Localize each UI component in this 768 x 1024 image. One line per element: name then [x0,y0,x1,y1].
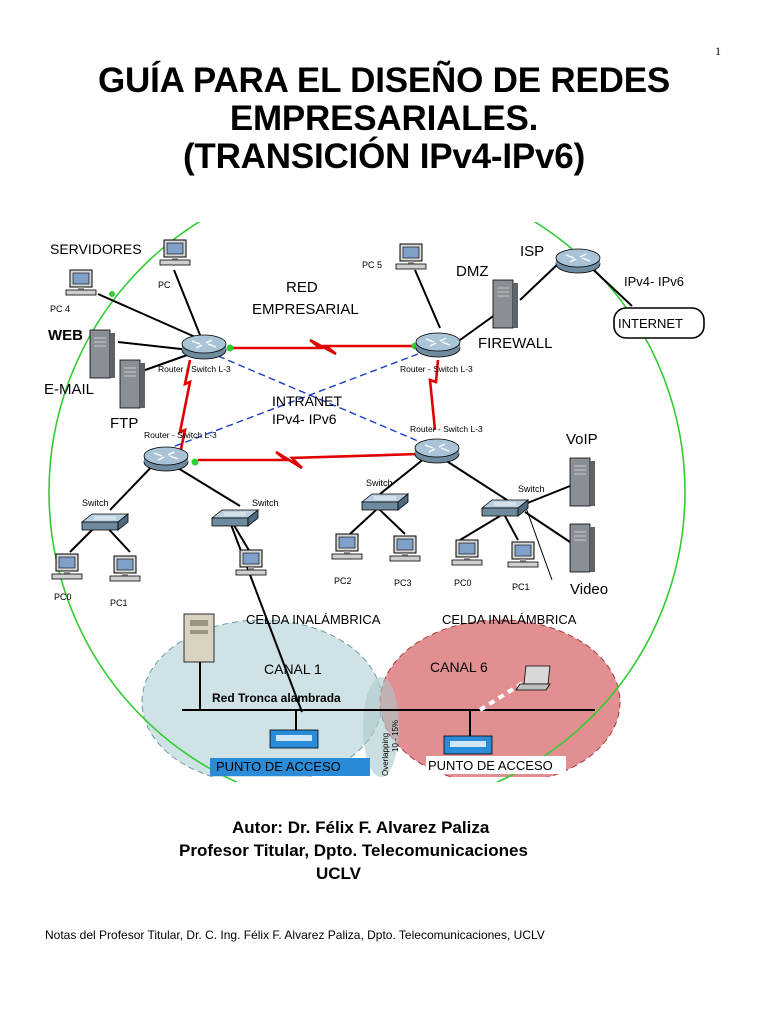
label-ftp: FTP [110,415,138,432]
label-web: WEB [48,327,83,344]
network-diagram: SERVIDORES PC 4 PC PC 5 DMZ ISP RED EMPR… [40,222,720,782]
isp-router [555,248,601,274]
pc-top-computer [159,239,191,266]
pc1-left-computer [109,555,141,582]
pc4-computer [65,269,97,296]
blue-intranet-links [169,353,426,449]
label-overlap-pct: 10 - 15% [391,720,400,752]
ftp-server [119,359,146,409]
video-server [569,523,596,573]
web-server [89,329,116,379]
label-router-tl: Router - Switch L-3 [158,364,231,374]
label-voip: VoIP [566,431,598,448]
page-number: 1 [715,44,721,58]
label-punto-1: PUNTO DE ACCESO [216,759,341,774]
pc1-right-computer [507,541,539,568]
author-name: Autor: Dr. Félix F. Alvarez Paliza [232,818,490,837]
label-dmz: DMZ [456,263,489,280]
label-switch-4: Switch [518,484,545,494]
label-pc5: PC 5 [362,260,382,270]
label-servidores: SERVIDORES [50,241,142,257]
footer-note: Notas del Profesor Titular, Dr. C. Ing. … [45,928,545,942]
label-switch-1: Switch [82,498,109,508]
label-empresarial: EMPRESARIAL [252,301,359,318]
label-celda-1: CELDA INALÁMBRICA [246,612,381,627]
label-ipv4-ipv6-intranet: IPv4- IPv6 [272,411,337,427]
label-punto-2: PUNTO DE ACCESO [428,758,553,773]
router-switch-tr [415,332,461,358]
pc-switch2-computer [235,549,267,576]
label-router-bl: Router - Switch L-3 [144,430,217,440]
label-router-tr: Router - Switch L-3 [400,364,473,374]
voip-server [569,457,596,507]
title-line-1: GUÍA PARA EL DISEÑO DE REDES [98,61,670,100]
label-celda-2: CELDA INALÁMBRICA [442,612,577,627]
pc5-computer [395,243,427,270]
document-title: GUÍA PARA EL DISEÑO DE REDES EMPRESARIAL… [0,62,768,176]
label-red: RED [286,279,318,296]
label-pc0-right: PC0 [454,578,472,588]
pc0-left-computer [51,553,83,580]
router-switch-bl [143,446,189,472]
access-point-1 [269,729,319,749]
label-switch-2: Switch [252,498,279,508]
label-pc3: PC3 [394,578,412,588]
access-point-1-label-bg [210,758,370,776]
access-point-2 [443,735,493,755]
router-switch-tl [181,334,227,360]
backbone-server [183,613,215,663]
label-pc2: PC2 [334,576,352,586]
red-wan-links [178,338,440,470]
label-router-br: Router - Switch L-3 [410,424,483,434]
switch-4 [481,499,529,517]
author-institution: UCLV [316,864,362,883]
enterprise-network-circle [48,222,686,782]
label-ipv4-ipv6-isp: IPv4- IPv6 [624,274,684,289]
label-pc1-left: PC1 [110,598,128,608]
switch-1 [81,513,129,531]
label-pc1-right: PC1 [512,582,530,592]
switch-2 [211,509,259,527]
label-pc4: PC 4 [50,304,70,314]
title-line-2: EMPRESARIALES. [229,99,539,138]
label-video: Video [570,581,608,598]
switch-3 [361,493,409,511]
title-line-3: (TRANSICIÓN IPv4-IPv6) [182,137,586,176]
label-email: E-MAIL [44,381,94,398]
internet-cloud [613,307,705,339]
label-overlapping: Overlapping [381,733,390,776]
label-switch-3: Switch [366,478,393,488]
pc3-computer [389,535,421,562]
label-firewall: FIREWALL [478,335,552,352]
label-isp: ISP [520,243,544,260]
wireless-laptop [515,665,551,691]
label-red-troncal: Red Tronca alambrada [212,691,341,705]
firewall-device [492,279,519,329]
author-position: Profesor Titular, Dpto. Telecomunicacion… [179,841,528,860]
label-canal-1: CANAL 1 [264,661,322,677]
label-intranet: INTRANET [272,393,342,409]
pc2-computer [331,533,363,560]
label-pc-top: PC [158,280,171,290]
router-switch-br [414,438,460,464]
pc0-right-computer [451,539,483,566]
label-pc0-left: PC0 [54,592,72,602]
label-canal-6: CANAL 6 [430,659,488,675]
label-internet: INTERNET [618,316,683,331]
